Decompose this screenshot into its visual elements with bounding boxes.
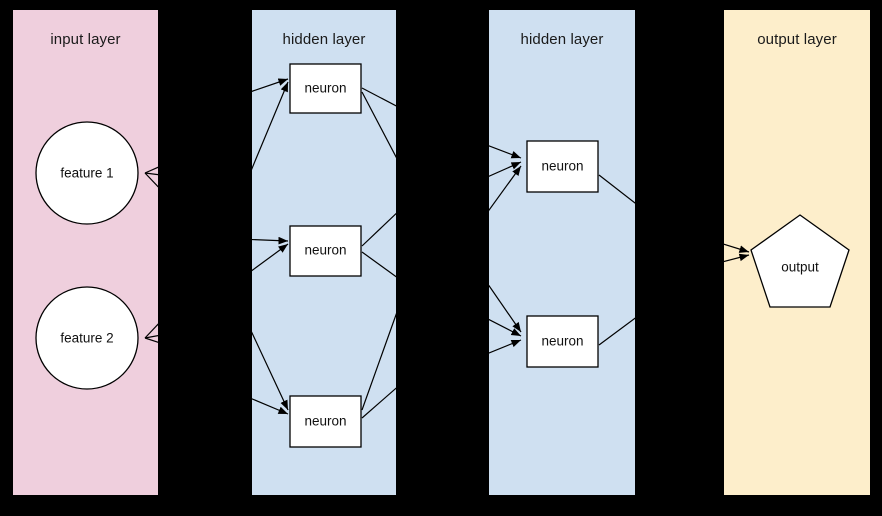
node-neuron-1-3[interactable]: neuron <box>289 395 362 448</box>
layer-title-output: output layer <box>757 31 837 48</box>
layer-title-hidden-2: hidden layer <box>520 31 604 48</box>
node-label-output: output <box>781 260 819 275</box>
layer-title-input: input layer <box>50 31 121 48</box>
node-label-neuron-2-1: neuron <box>541 159 583 174</box>
layer-panel-output: output layer output <box>724 10 870 495</box>
node-label-feature-1: feature 1 <box>60 166 113 181</box>
node-feature-2[interactable]: feature 2 <box>35 286 139 390</box>
node-label-neuron-1-1: neuron <box>304 81 346 96</box>
layer-panel-hidden-1: hidden layer <box>252 10 396 495</box>
layer-graphics-hidden-2: neuron neuron <box>489 140 635 368</box>
node-label-feature-2: feature 2 <box>60 331 113 346</box>
node-label-neuron-2-2: neuron <box>541 334 583 349</box>
node-neuron-1-1[interactable]: neuron <box>289 63 362 114</box>
edge-group-hidden-1-in <box>252 78 289 415</box>
node-label-neuron-1-3: neuron <box>304 414 346 429</box>
edge-group-hidden-1-out <box>361 87 396 419</box>
node-neuron-2-2[interactable]: neuron <box>526 315 599 368</box>
node-neuron-1-2[interactable]: neuron <box>289 225 362 277</box>
layer-panel-hidden-2: hidden layer <box>489 10 635 495</box>
node-label-neuron-1-2: neuron <box>304 243 346 258</box>
node-neuron-2-1[interactable]: neuron <box>526 140 599 193</box>
edge-group-hidden-2-in <box>489 145 522 354</box>
layer-title-hidden-1: hidden layer <box>282 31 366 48</box>
layer-panel-input: input layer feature 1 feature 2 <box>13 10 158 495</box>
node-feature-1[interactable]: feature 1 <box>35 121 139 225</box>
edge-group-input-out <box>144 166 158 343</box>
layer-graphics-hidden-1: neuron neuron neuron <box>252 63 396 448</box>
edge-group-output-in <box>724 243 750 263</box>
layer-graphics-input: feature 1 feature 2 <box>35 121 158 390</box>
edge-group-hidden-2-out <box>598 174 635 346</box>
node-output[interactable]: output <box>750 214 850 308</box>
layer-graphics-output: output <box>724 214 850 308</box>
